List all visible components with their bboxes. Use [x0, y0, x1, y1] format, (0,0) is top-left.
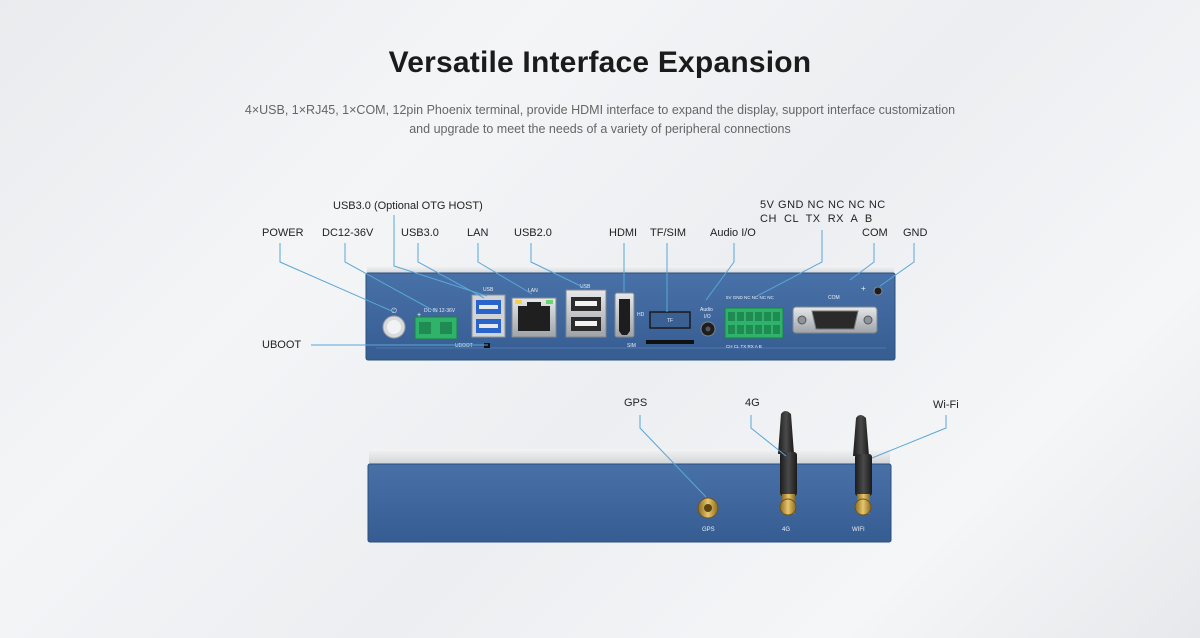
audio-jack: [700, 321, 716, 337]
sim-slot: [646, 340, 694, 344]
tf-slot: [649, 311, 691, 329]
label-com: COM: [862, 227, 888, 239]
label-tf-sim: TF/SIM: [650, 227, 687, 239]
label-dc: DC12-36V: [322, 227, 374, 239]
silk-com: COM: [828, 295, 840, 301]
svg-text:+: +: [417, 312, 421, 319]
silk-usb-right: USB: [580, 284, 591, 290]
silk-gps: GPS: [702, 527, 715, 533]
line-gps: [639, 415, 707, 498]
svg-text:+: +: [861, 284, 866, 293]
silk-hd: HD: [637, 312, 645, 318]
label-uboot: UBOOT: [262, 339, 302, 351]
svg-text:⏻: ⏻: [391, 307, 397, 315]
front-panel-unit: ⏻ + DC IN 12-36V UBOOT USB: [365, 266, 896, 361]
label-usb3-otg: USB3.0 (Optional OTG HOST): [333, 200, 483, 212]
silk-sim: SIM: [627, 343, 636, 349]
line-audio: [705, 243, 735, 301]
line-4g: [750, 415, 787, 457]
label-pins-bottom: CH CL TX RX A B: [760, 213, 873, 225]
power-button: ⏻: [382, 307, 406, 339]
usb2-ports: [565, 289, 607, 338]
silk-dc-in: DC IN 12-36V: [424, 308, 456, 314]
silk-audio-top: Audio: [700, 307, 713, 313]
label-power: POWER: [262, 227, 304, 239]
phoenix-terminal: [724, 307, 784, 339]
silk-usb-left: USB: [483, 287, 494, 293]
label-gnd: GND: [903, 227, 928, 239]
line-com: [849, 243, 875, 281]
label-usb3: USB3.0: [401, 227, 439, 239]
label-pins-top: 5V GND NC NC NC NC: [760, 199, 886, 211]
side-panel-unit: GPS 4G WIFI: [367, 411, 892, 543]
silk-pins-top: 5V GND NC NC NC NC: [726, 295, 775, 300]
label-4g: 4G: [745, 397, 760, 409]
line-dc: [344, 243, 437, 313]
label-audio: Audio I/O: [710, 227, 756, 239]
ground-screw: +: [861, 284, 883, 296]
silk-audio-bottom: I/O: [704, 314, 711, 320]
line-usb2: [530, 243, 586, 289]
page-subtitle: 4×USB, 1×RJ45, 1×COM, 12pin Phoenix term…: [244, 103, 956, 136]
usb3-ports: [471, 294, 506, 338]
gps-connector: [697, 497, 719, 519]
wifi-antenna: [853, 415, 872, 516]
line-lan: [477, 243, 533, 295]
silk-wifi: WIFI: [852, 527, 865, 533]
silk-lte: 4G: [782, 527, 790, 533]
silk-uboot: UBOOT: [455, 343, 473, 349]
lte-antenna: [778, 411, 797, 516]
label-gps: GPS: [624, 397, 648, 409]
lan-port: [511, 297, 557, 338]
callout-lines: [279, 215, 947, 498]
silk-lan: LAN: [528, 288, 538, 294]
dc-terminal: +: [414, 312, 458, 340]
label-usb2: USB2.0: [514, 227, 552, 239]
line-usb3-otg: [393, 215, 488, 297]
hdmi-port: [614, 292, 635, 338]
silk-pins-bottom: CH CL TX RX A B: [726, 344, 762, 349]
line-power: [279, 243, 395, 313]
line-gnd: [879, 243, 915, 287]
page-title: Versatile Interface Expansion: [388, 46, 812, 79]
label-wifi: Wi-Fi: [933, 399, 959, 411]
label-lan: LAN: [467, 227, 489, 239]
line-usb3: [417, 243, 485, 299]
line-wifi: [871, 415, 947, 459]
label-hdmi: HDMI: [609, 227, 638, 239]
line-pins: [756, 230, 823, 297]
com-port: [792, 306, 878, 334]
silk-tf: TF: [667, 318, 673, 324]
